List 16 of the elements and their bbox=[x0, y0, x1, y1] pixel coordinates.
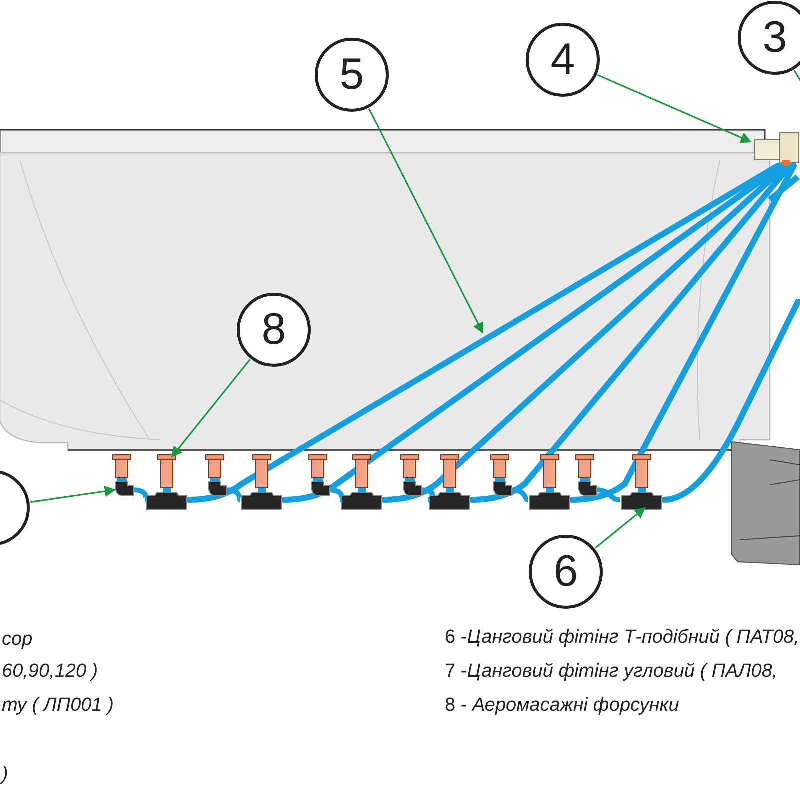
leader-line bbox=[598, 74, 752, 144]
leader-line bbox=[595, 507, 646, 549]
callout-number: 6 bbox=[529, 535, 603, 609]
legend-text: ) bbox=[2, 763, 8, 787]
callout-number: 3 bbox=[738, 1, 800, 75]
leader-line bbox=[171, 359, 251, 458]
leader-line bbox=[368, 108, 484, 334]
leader-line bbox=[30, 486, 116, 504]
callout-number: 5 bbox=[315, 38, 389, 112]
legend-text: ту ( ЛП001 ) bbox=[2, 694, 114, 718]
legend-text: 8 - Аеромасажні форсунки bbox=[445, 694, 680, 718]
legend-text: 7 -Цанговий фітінг угловий ( ПАЛ08, bbox=[445, 660, 778, 684]
legend-text: сор bbox=[2, 628, 33, 652]
legend-text: 6 -Цанговий фітінг Т-подібний ( ПАТ08, bbox=[445, 626, 800, 650]
legend-text: 60,90,120 ) bbox=[2, 660, 98, 684]
callout-number: 4 bbox=[526, 23, 600, 97]
